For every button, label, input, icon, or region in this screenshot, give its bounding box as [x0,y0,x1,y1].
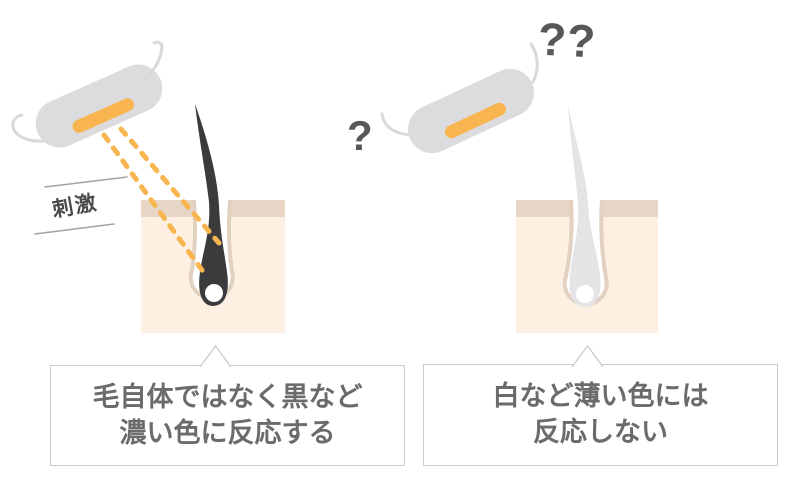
caption-white-line1: 白など薄い色には [492,381,709,412]
caption-box-dark-hair: 毛自体ではなく黒など 濃い色に反応する [50,365,405,466]
light-ray-2 [118,126,222,246]
right-panel-art [380,42,658,333]
white-hair [568,104,601,307]
dark-hair-bulb-highlight [205,284,223,302]
stimulus-emphasis-line-bottom [34,223,115,235]
device-body-right [408,68,534,154]
caption-white-line2: 反応しない [533,417,668,447]
stimulus-emphasis-line-top [44,176,128,188]
caption-dark-line2: 濃い色に反応する [119,417,336,448]
dark-hair [195,104,228,306]
device-body-left [35,64,163,148]
caption-caret-left [199,344,232,367]
device-light-window-left [72,98,134,133]
ipl-device-right [408,68,534,154]
caption-dark-line1: 毛自体ではなく黒など [92,381,363,412]
question-mark-icon: ? [347,112,373,159]
white-hair-bulb-highlight [576,285,594,303]
caption-box-white-hair: 白など薄い色には 反応しない [423,364,778,466]
double-question-mark-icon: ?? [536,12,598,68]
device-light-window-right [444,102,506,139]
device-outline-hook-right-2 [529,42,539,84]
device-outline-hook-right-1 [380,112,414,137]
light-ray-1 [101,132,210,280]
device-outline-hook-left-2 [143,40,164,80]
device-outline-hook-left-1 [11,113,45,143]
caption-caret-right [571,344,604,367]
ipl-device-left [35,64,163,148]
left-panel-art [11,40,285,333]
